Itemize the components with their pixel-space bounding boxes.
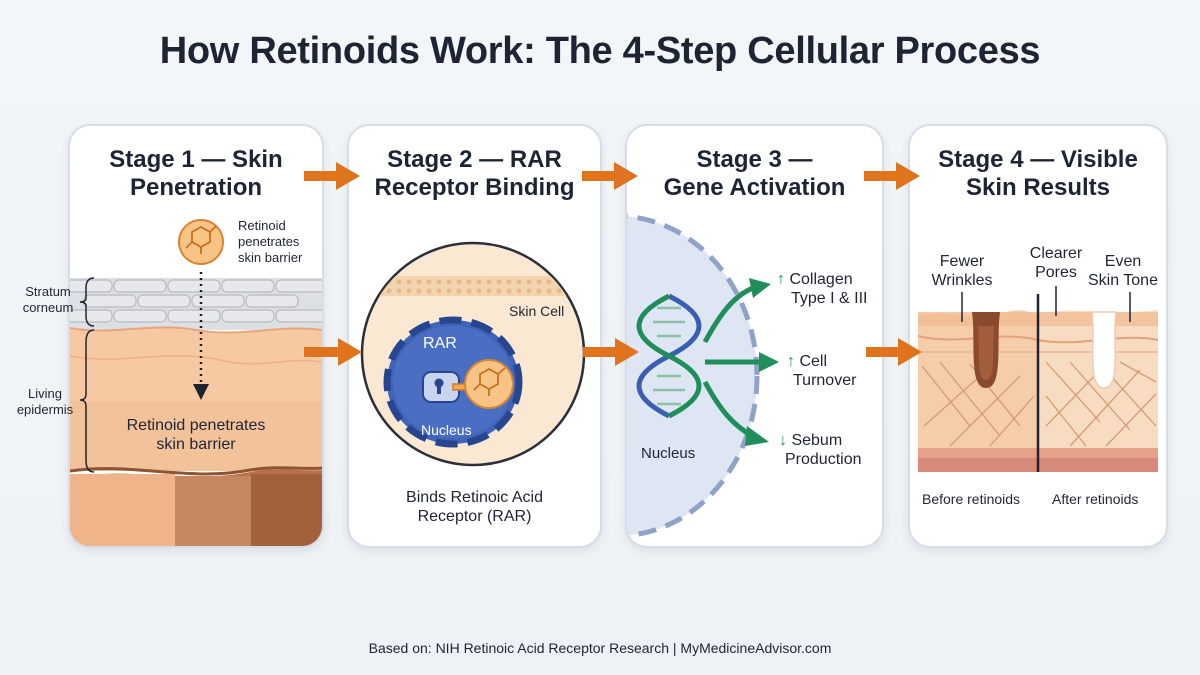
stage-1-title: Stage 1 — Skin Penetration [109,146,283,201]
layer-braces [79,277,95,473]
molecule-label: Retinoid penetrates skin barrier [238,218,303,265]
rar-label: RAR [423,335,457,352]
fewer-wrinkles-label: Fewer Wrinkles [931,253,993,289]
living-epidermis-label: Living epidermis [16,386,74,417]
stage-1-card: Stage 1 — Skin Penetration [68,124,324,548]
clearer-pores-label: Clearer Pores [1029,245,1083,281]
stage-4-title: Stage 4 — Visible Skin Results [938,146,1138,201]
after-label: After retinoids [1052,491,1139,507]
skin-results-illustration [917,286,1159,472]
effect-sebum: ↓ Sebum Production [779,432,862,468]
before-label: Before retinoids [922,491,1021,507]
effect-collagen: ↑ Collagen Type I & III [777,271,868,307]
effect-cell-turnover: ↑ Cell Turnover [787,353,857,389]
penetration-label: Retinoid penetrates skin barrier [126,417,266,453]
arrow-icon [702,285,755,344]
receptor-binding-illustration [360,241,586,467]
clogged-pore-icon [972,312,1000,388]
source-footer: Based on: NIH Retinoic Acid Receptor Res… [368,640,832,656]
stratum-corneum-label: Stratum corneum [22,284,74,315]
retinoid-molecule-icon [452,359,514,409]
dna-nucleus-label: Nucleus [641,445,696,462]
stage-2-title: Stage 2 — RAR Receptor Binding [374,146,575,201]
retinoid-molecule-icon [178,219,224,265]
nucleus-label: Nucleus [421,422,472,438]
gene-activation-illustration [627,213,779,539]
skin-cell-label: Skin Cell [509,303,565,319]
stage-2-caption: Binds Retinoic Acid Receptor (RAR) [406,489,543,525]
clear-pore-icon [1091,311,1117,389]
dna-helix-icon [636,293,702,419]
rar-receptor-icon [422,371,460,403]
stage-3-title: Stage 3 — Gene Activation [663,146,846,201]
stage-3-card: Stage 3 — Gene Activation [625,124,884,548]
even-skin-tone-label: Even Skin Tone [1088,253,1158,289]
skin-layers-illustration [70,219,322,546]
stage-2-card: Stage 2 — RAR Receptor Binding [347,124,602,548]
stage-4-card: Stage 4 — Visible Skin Results [908,124,1168,548]
page-title: How Retinoids Work: The 4-Step Cellular … [159,30,1041,72]
